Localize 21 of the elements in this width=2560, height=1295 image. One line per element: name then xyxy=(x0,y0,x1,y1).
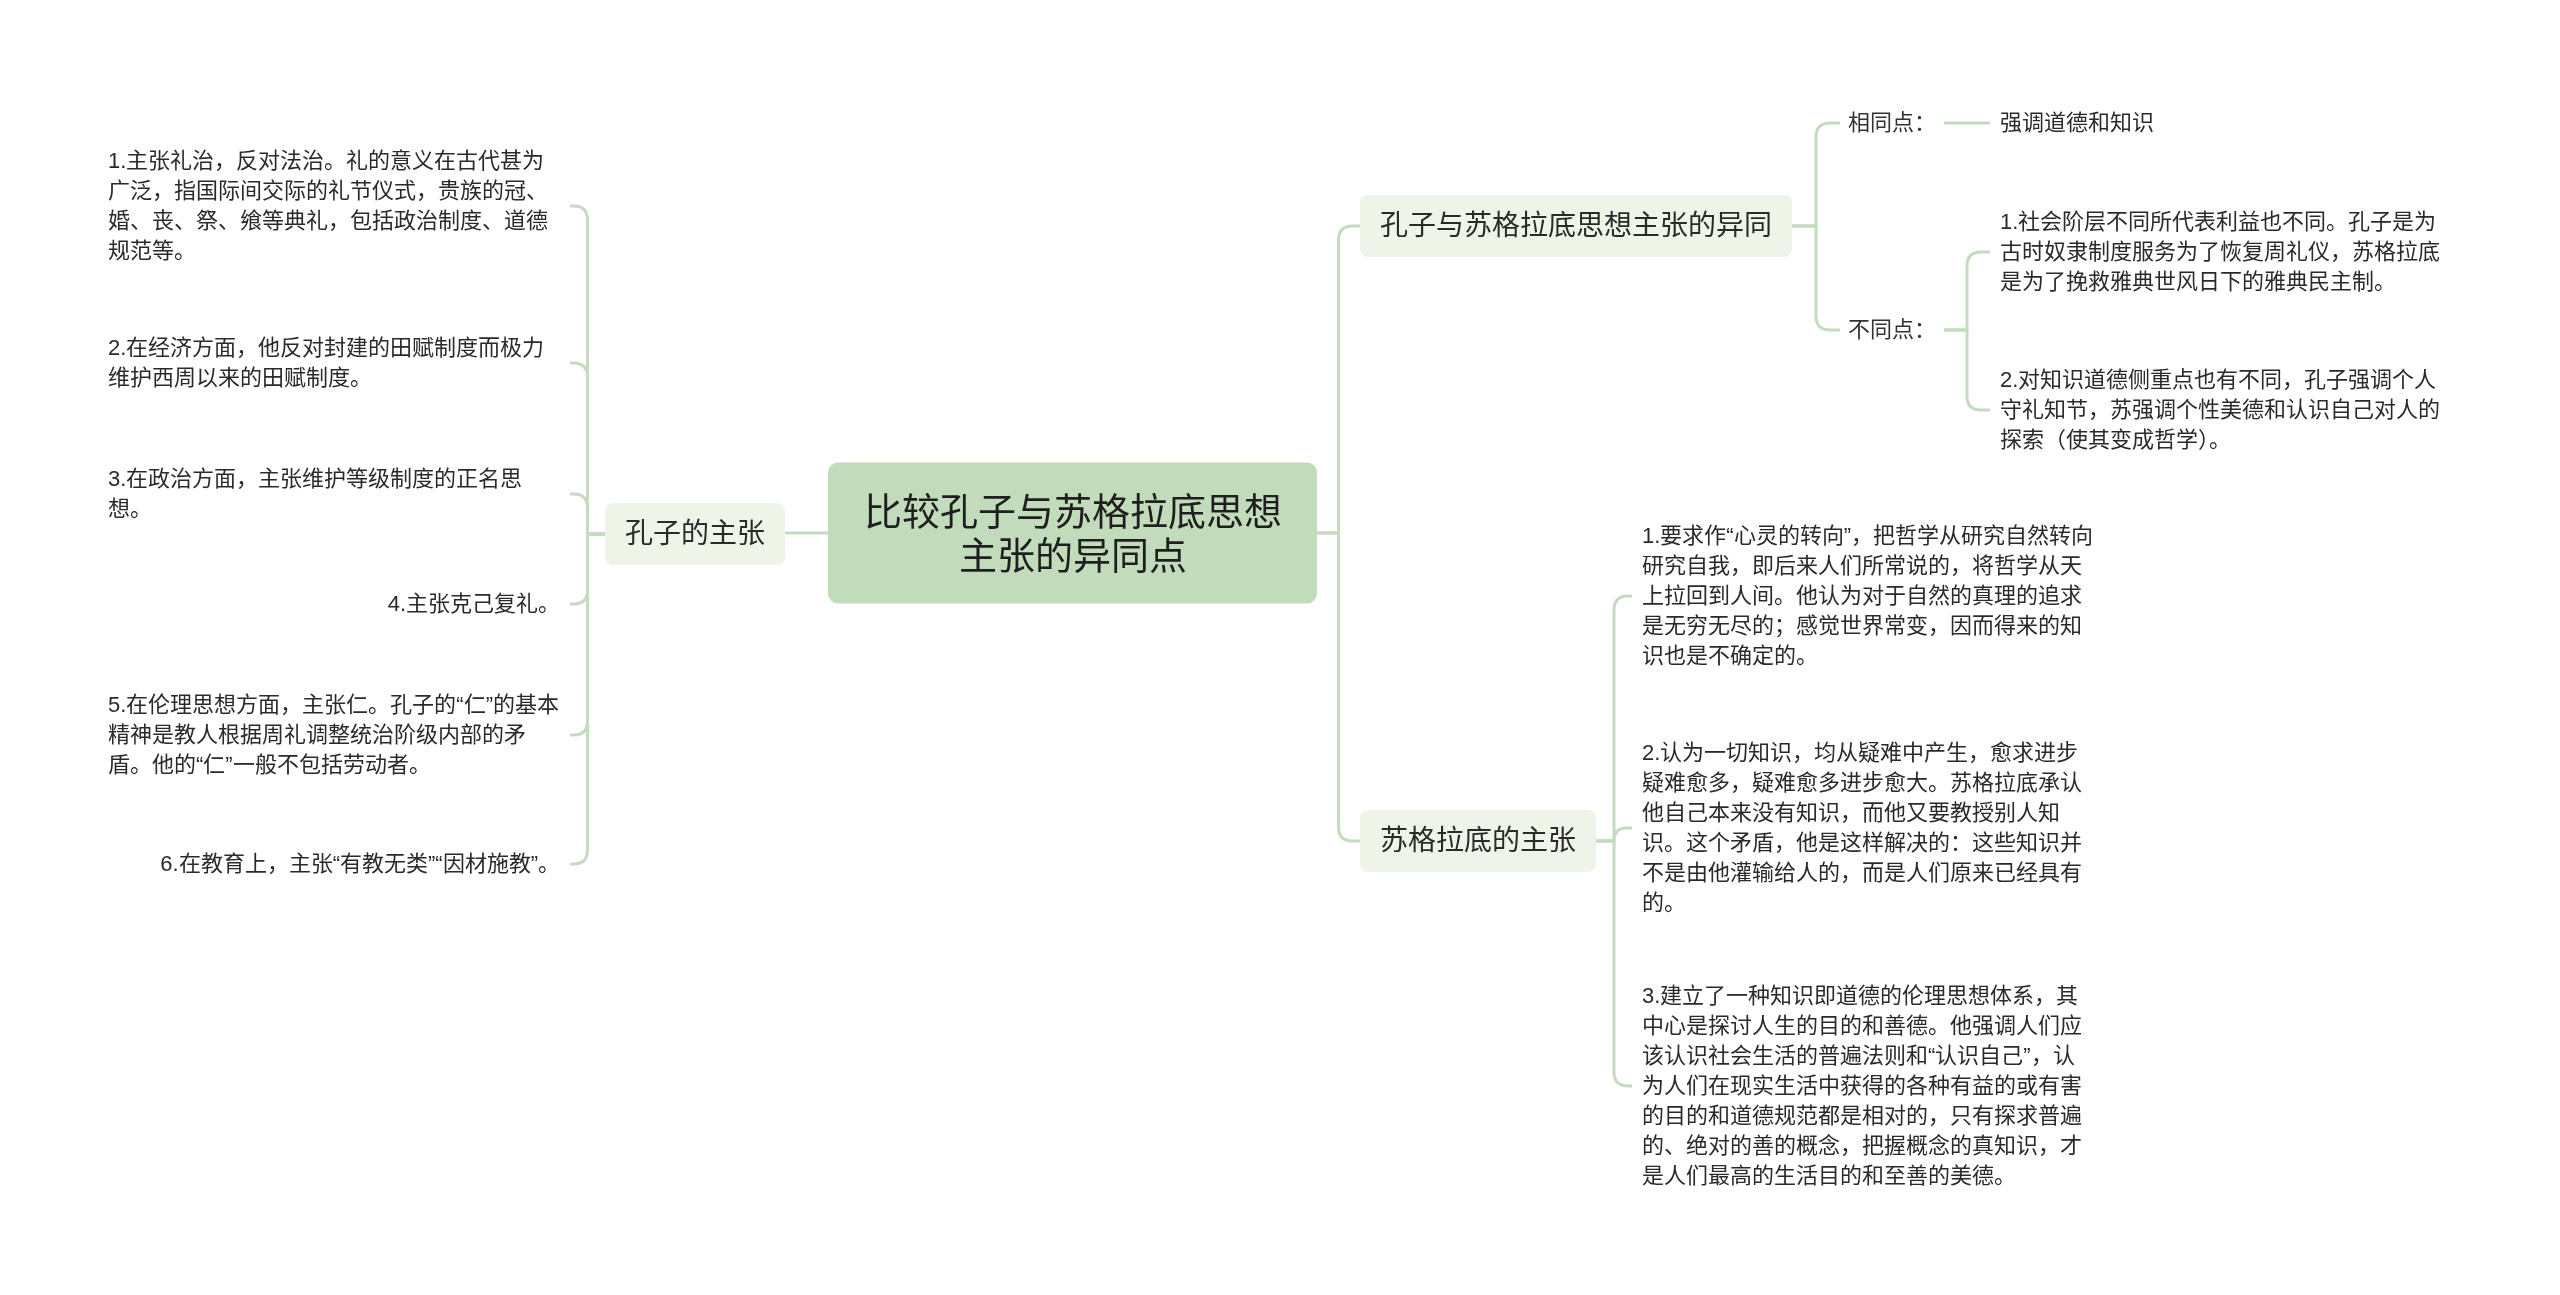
branch-label: 相同点： xyxy=(1840,108,1944,138)
note-text: 2.对知识道德侧重点也有不同，孔子强调个人守礼知节，苏强调个性美德和认识自己对人的探索（使其变成哲学）。 xyxy=(1990,365,2462,455)
note-text: 1.要求作“心灵的转向”，把哲学从研究自然转向研究自我，即后来人们所常说的，将哲学从天上拉回到人间。他认为对于自然的真理的追求是无穷无尽的；感觉世界常变，因而得来的知识也是不确定的。 xyxy=(1632,521,2104,671)
main-topic: 孔子的主张 xyxy=(605,503,785,565)
note-text: 6.在教育上，主张“有教无类”“因材施教”。 xyxy=(150,849,570,879)
connector-line xyxy=(1317,531,1360,843)
central-topic: 比较孔子与苏格拉底思想主张的异同点 xyxy=(828,462,1317,604)
note-text: 3.建立了一种知识即道德的伦理思想体系，其中心是探讨人生的目的和善德。他强调人们应该认识社会生活的普遍法则和“认识自己”，认为人们在现实生活中获得的各种有益的或有害的目的和道德规范都是相对的，只有探求普遍的、绝对的善的概念，把握概念的真知识，才是人们最高的生活目的和至善的美德。 xyxy=(1632,981,2104,1191)
connector-line xyxy=(1944,121,1990,125)
note-text: 强调道德和知识 xyxy=(1990,108,2164,138)
note-text: 1.社会阶层不同所代表利益也不同。孔子是为古时奴隶制度服务为了恢复周礼仪，苏格拉底是为了挽救雅典世风日下的雅典民主制。 xyxy=(1990,207,2462,297)
branch-label: 不同点： xyxy=(1840,315,1944,345)
connector-line xyxy=(785,531,828,535)
note-text: 4.主张克己复礼。 xyxy=(377,589,570,619)
note-text: 2.在经济方面，他反对封建的田赋制度而极力维护西周以来的田赋制度。 xyxy=(98,333,570,393)
note-text: 2.认为一切知识，均从疑难中产生，愈求进步疑难愈多，疑难愈多进步愈大。苏格拉底承认他自己本来没有知识，而他又要教授别人知识。这个矛盾，他是这样解决的：这些知识并不是由他灌输给人的，而是人们原来已经具有的。 xyxy=(1632,738,2104,918)
note-text: 1.主张礼治，反对法治。礼的意义在古代甚为广泛，指国际间交际的礼节仪式，贵族的冠、婚、丧、祭、飨等典礼，包括政治制度、道德规范等。 xyxy=(98,146,570,266)
note-text: 5.在伦理思想方面，主张仁。孔子的“仁”的基本精神是教人根据周礼调整统治阶级内部的矛盾。他的“仁”一般不包括劳动者。 xyxy=(98,690,570,780)
main-topic: 苏格拉底的主张 xyxy=(1360,810,1596,872)
main-topic: 孔子与苏格拉底思想主张的异同 xyxy=(1360,195,1792,257)
note-text: 3.在政治方面，主张维护等级制度的正名思想。 xyxy=(98,464,570,524)
